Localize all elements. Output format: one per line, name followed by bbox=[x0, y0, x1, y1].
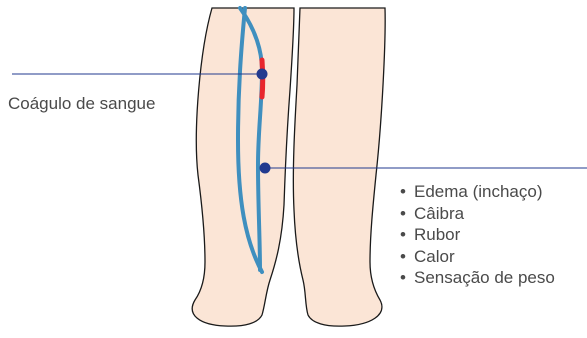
bullet-icon: • bbox=[400, 181, 414, 203]
right-leg-shape bbox=[293, 8, 385, 326]
symptom-item: •Sensação de peso bbox=[400, 267, 555, 289]
left-leg-shape bbox=[192, 8, 294, 326]
symptom-text: Edema (inchaço) bbox=[414, 182, 543, 201]
symptom-text: Rubor bbox=[414, 225, 460, 244]
symptom-text: Sensação de peso bbox=[414, 268, 555, 287]
symptom-text: Câibra bbox=[414, 204, 464, 223]
clot-label: Coágulo de sangue bbox=[8, 94, 155, 114]
symptom-list: •Edema (inchaço) •Câibra •Rubor •Calor •… bbox=[400, 181, 555, 289]
symptom-item: •Câibra bbox=[400, 203, 555, 225]
bullet-icon: • bbox=[400, 246, 414, 268]
symptom-marker-dot bbox=[260, 163, 271, 174]
clot-marker-dot bbox=[257, 69, 268, 80]
bullet-icon: • bbox=[400, 203, 414, 225]
symptom-item: •Calor bbox=[400, 246, 555, 268]
bullet-icon: • bbox=[400, 267, 414, 289]
symptom-item: •Edema (inchaço) bbox=[400, 181, 555, 203]
symptom-item: •Rubor bbox=[400, 224, 555, 246]
bullet-icon: • bbox=[400, 224, 414, 246]
symptom-text: Calor bbox=[414, 247, 455, 266]
